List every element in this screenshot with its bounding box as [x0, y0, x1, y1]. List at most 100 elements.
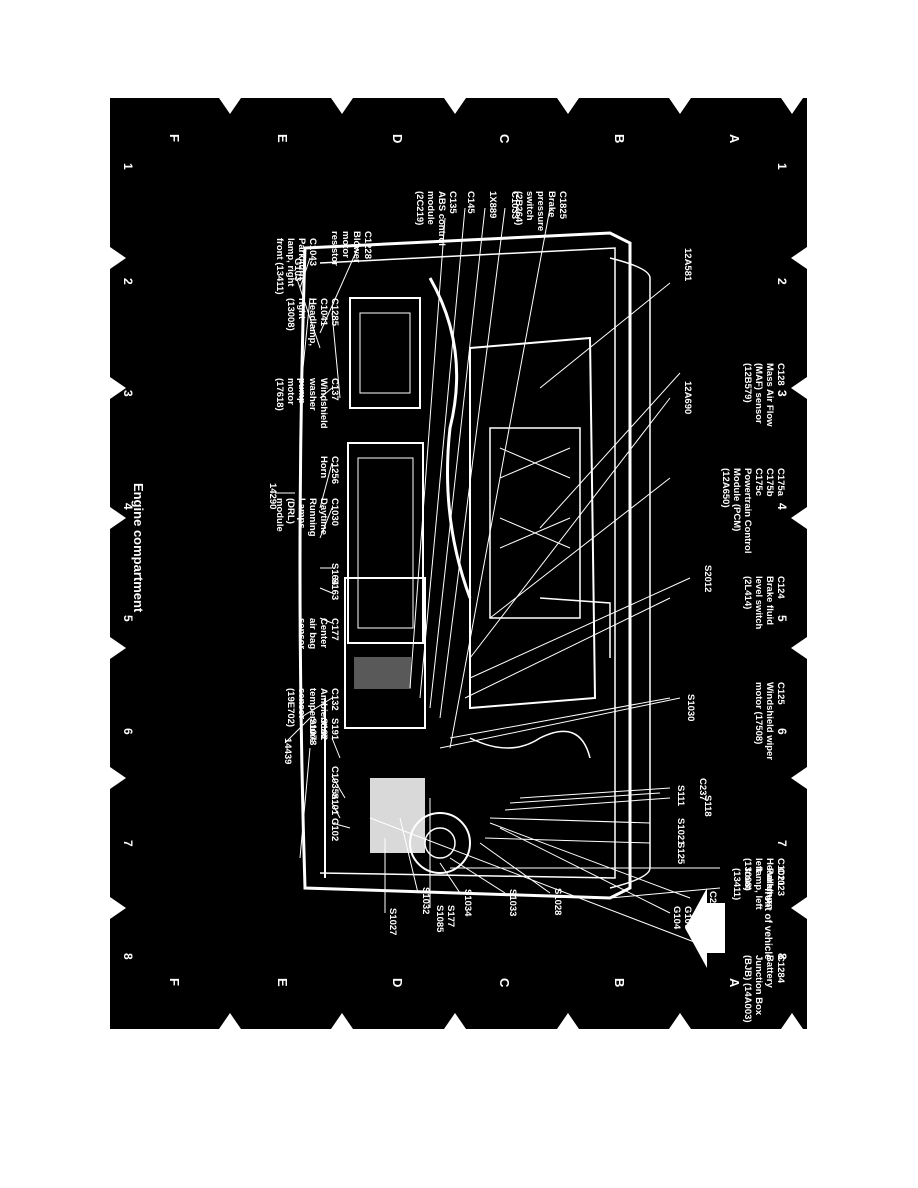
- leader-c1030: [319, 507, 333, 539]
- row-label-E-bottom: E: [275, 978, 290, 987]
- callout-s1034: S1034: [462, 889, 473, 917]
- callout-c175-line-0: C175a: [775, 468, 786, 497]
- callout-c1285-line-1: C1041: [318, 298, 329, 327]
- edge-tick-left-4: [110, 767, 126, 789]
- callout-c1284-line-3: (BJB) (14A003): [742, 955, 753, 1023]
- front-of-vehicle-label: front of vehicle: [762, 888, 773, 960]
- callout-c124-line-1: Brake fluid: [764, 576, 775, 625]
- callout-c128-line-2: (MAF) sensor: [753, 363, 764, 424]
- column-label-4-left: 4: [121, 503, 135, 510]
- callout-g103: G103: [292, 258, 303, 281]
- callout-g102-line-0: G102: [329, 818, 340, 841]
- callout-c137-line-1: Windshield: [318, 378, 329, 429]
- callout-c145: C145: [465, 191, 476, 214]
- row-label-B-top: B: [612, 134, 627, 143]
- callout-c1285-line-0: C1285: [329, 298, 340, 327]
- column-label-1-right: 1: [775, 163, 789, 170]
- callout-s125: S125: [675, 842, 686, 865]
- callout-c125-line-1: Windshield wiper: [764, 682, 775, 760]
- callout-s1021: S1021: [675, 818, 686, 846]
- diagram-caption: Engine compartment: [131, 483, 146, 613]
- callout-c1021-line-0: C1021: [775, 858, 786, 887]
- callout-c1033-line-0: C1033: [509, 191, 520, 219]
- callout-c137-line-4: motor: [285, 378, 296, 405]
- column-label-7-left: 7: [121, 840, 135, 847]
- callout-s2012-line-0: S2012: [702, 565, 713, 592]
- leader-s1032: [399, 817, 419, 894]
- callout-s118-line-0: S118: [702, 795, 713, 817]
- callout-c1228-line-3: resistor: [329, 231, 340, 266]
- callout-c1035a: C1035a: [329, 766, 340, 800]
- callout-c175-line-4: Module (PCM): [731, 468, 742, 531]
- callout-s1028: S1028: [552, 888, 563, 915]
- leader-c219: [489, 822, 691, 899]
- leader-a12a690: [469, 397, 671, 659]
- callout-s164-line-0: S164: [329, 563, 340, 586]
- row-label-C-top: C: [497, 134, 512, 144]
- leader-c125: [449, 697, 671, 739]
- edge-tick-left-3: [110, 637, 126, 659]
- callout-s1028-line-0: S1028: [552, 888, 563, 915]
- callout-c1284-line-2: Junction Box: [753, 955, 764, 1016]
- callout-c135-line-1: ABS control: [436, 191, 447, 246]
- callout-c1285-line-3: right: [296, 298, 307, 320]
- callout-s191-line-0: S191: [329, 718, 340, 741]
- column-label-4-right: 4: [775, 503, 789, 510]
- edge-tick-left-5: [110, 897, 126, 919]
- front-of-vehicle-arrow-icon: [685, 888, 725, 968]
- column-label-6-left: 6: [121, 728, 135, 735]
- callout-c128-line-0: C128: [775, 363, 786, 386]
- callout-c132-line-2: temperature: [307, 688, 318, 743]
- callout-c1228-line-0: C1228: [362, 231, 373, 259]
- callout-s1034-line-0: S1034: [462, 889, 473, 917]
- callout-c175-line-5: (12A650): [720, 468, 731, 508]
- callout-c1285-line-2: Headlamp,: [307, 298, 318, 346]
- callout-c1043-line-1: Park/turn: [296, 238, 307, 280]
- callout-a12a581-line-0: 12A581: [682, 248, 693, 282]
- leader-c175: [489, 477, 671, 619]
- row-label-D-bottom: D: [390, 978, 405, 987]
- callout-c124-line-2: level switch: [753, 576, 764, 630]
- callout-c137-line-0: C137: [329, 378, 340, 401]
- leader-c1023: [609, 887, 721, 899]
- callout-c177-line-2: air bag: [307, 618, 318, 649]
- column-label-5-left: 5: [121, 615, 135, 622]
- row-label-B-bottom: B: [612, 978, 627, 987]
- callout-a12a690-line-0: 12A690: [682, 381, 693, 414]
- callout-c1033: C1033: [509, 191, 520, 219]
- callout-c1825-line-1: Brake: [546, 191, 557, 217]
- callout-c237: C237: [697, 778, 708, 801]
- row-label-D-top: D: [390, 134, 405, 143]
- callout-a12a690: 12A690: [682, 381, 693, 414]
- callout-s1x889: 1X889: [487, 191, 498, 218]
- callout-c1030-line-2: Running: [307, 498, 318, 537]
- callout-c1021-line-1: Headlamp,: [764, 858, 775, 906]
- callout-c1825-line-2: pressure: [535, 191, 546, 231]
- leader-c1228: [319, 242, 361, 334]
- edge-tick-bottom-0: [219, 1013, 241, 1029]
- edge-tick-top-4: [669, 98, 691, 114]
- leader-s1034: [439, 862, 461, 894]
- leader-g103: [294, 272, 321, 349]
- leader-s1021: [489, 817, 651, 824]
- edge-tick-bottom-3: [557, 1013, 579, 1029]
- callout-c1023-line-1: Park/turn: [764, 868, 775, 910]
- callout-s177-line-0: S177: [445, 905, 456, 927]
- callout-g100-line-1: G104: [671, 906, 682, 930]
- edge-tick-top-2: [444, 98, 466, 114]
- callout-s1030: S1030: [685, 694, 696, 721]
- edge-tick-right-3: [791, 637, 807, 659]
- engine-bay-artwork: [298, 231, 651, 900]
- leader-s1028: [479, 842, 551, 894]
- callout-s1032: S1032: [420, 887, 431, 914]
- leader-c145: [419, 207, 466, 699]
